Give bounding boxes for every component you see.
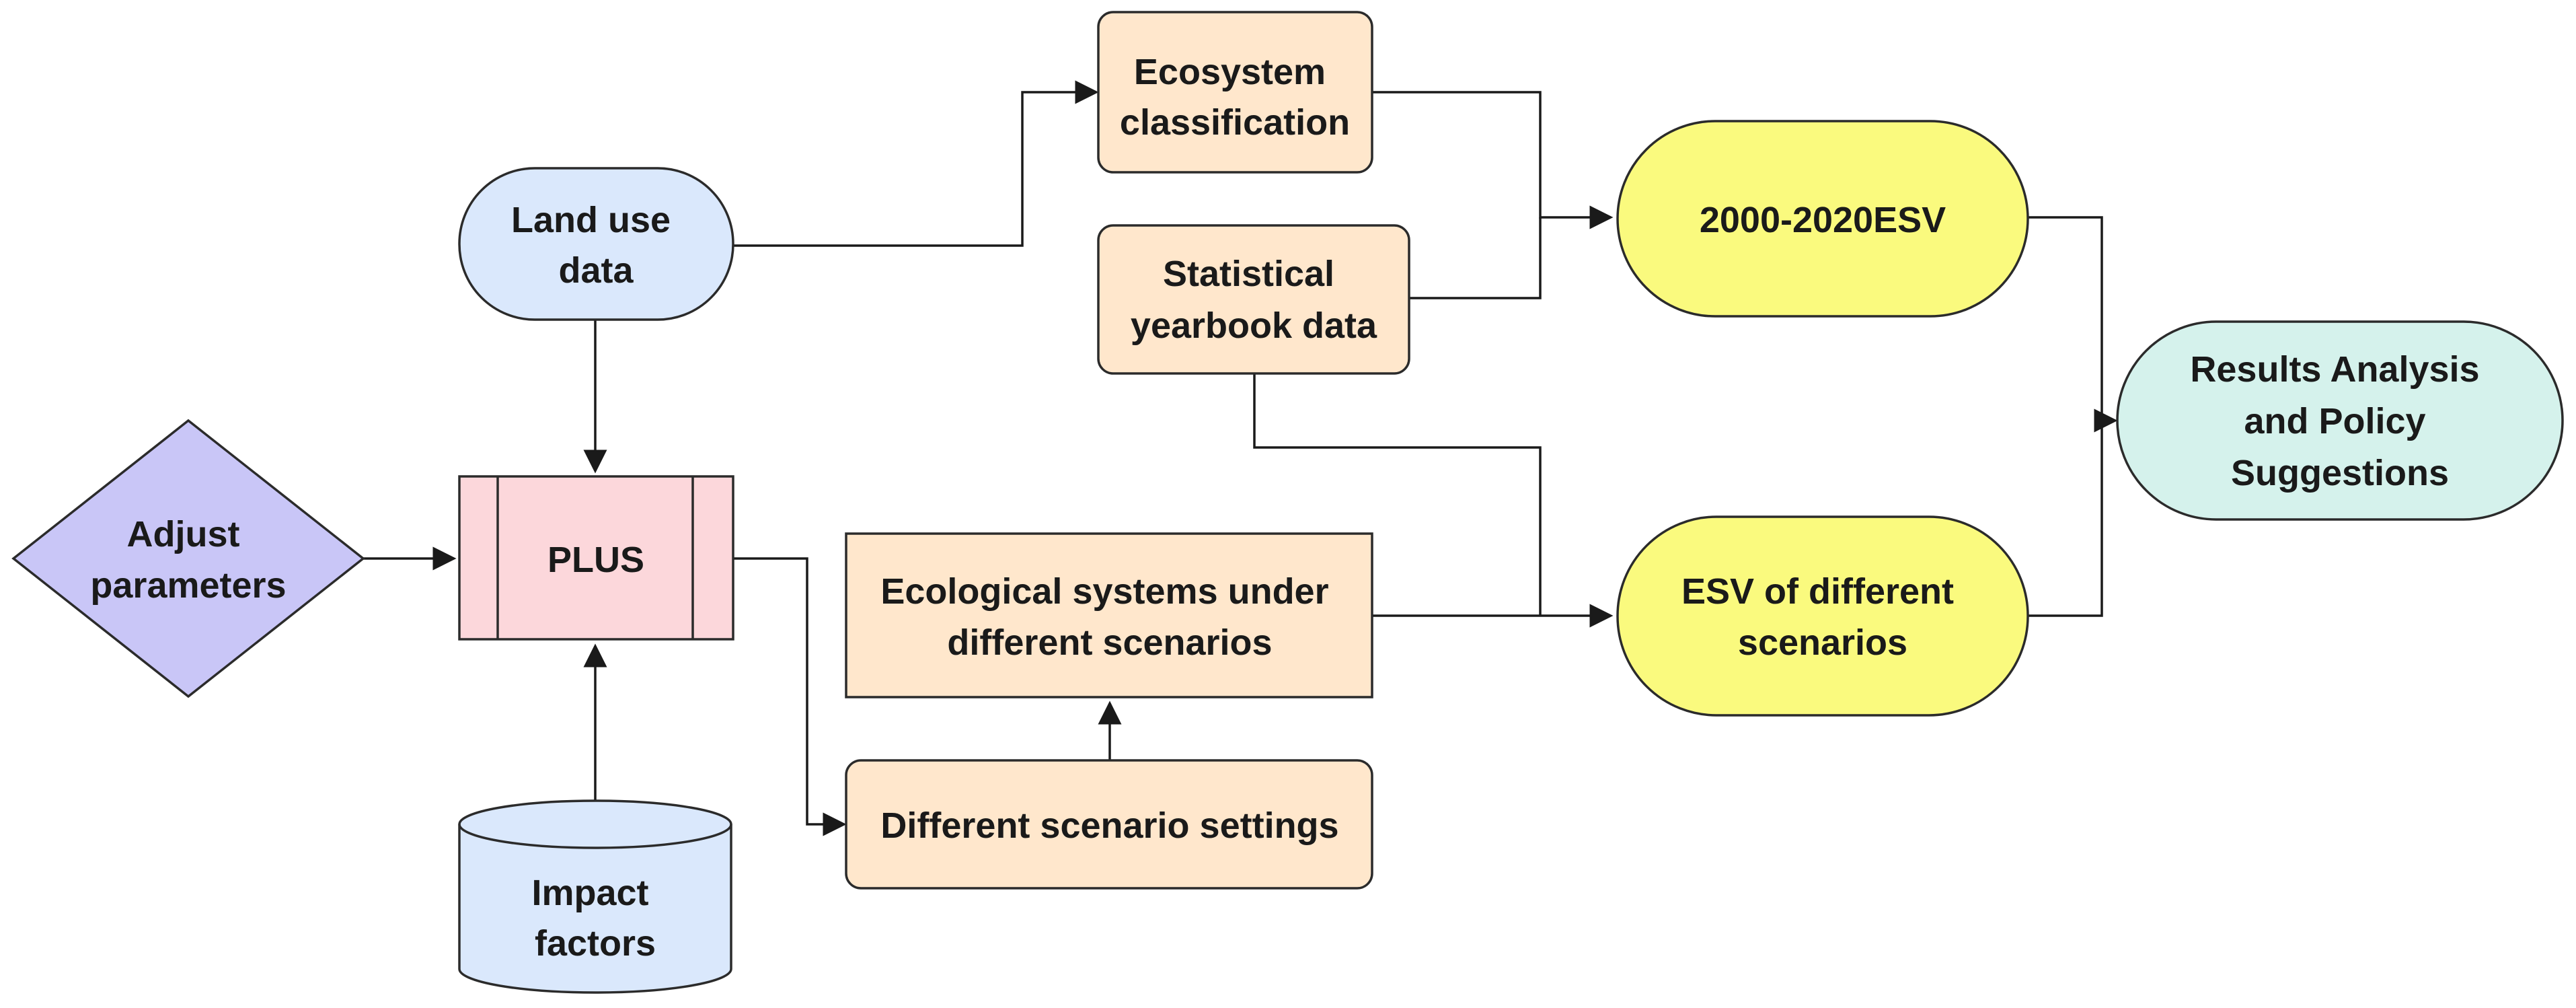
edge-esv2000-to-results (2028, 216, 2103, 421)
adjust-parameters-label: Adjust parameters (90, 514, 286, 606)
edge-plus-to-settings (733, 557, 847, 836)
results-analysis-label: Results Analysis and Policy Suggestions (2190, 349, 2489, 493)
edge-stat-to-esvscen (1253, 373, 1542, 616)
node-impact-factors: Impact factors (458, 799, 732, 994)
land-use-data-label: Land use data (511, 200, 681, 291)
ecological-systems-scenarios-shape (845, 532, 1373, 698)
results-analysis-shape (2116, 320, 2564, 521)
ecosystem-classification-shape (1097, 11, 1373, 174)
esv-different-scenarios-shape (1616, 515, 2029, 717)
different-scenario-settings-shape (845, 759, 1373, 890)
impact-factors-top-rim (458, 824, 732, 849)
node-different-scenario-settings: Different scenario settings (845, 759, 1373, 890)
statistical-yearbook-data-label: Statistical yearbook data (1131, 254, 1377, 346)
edge-landuse-to-ecoclass (733, 80, 1099, 247)
statistical-yearbook-data-shape (1097, 224, 1410, 375)
edge-ecoclass-to-esv2000 (1372, 91, 1614, 229)
plus-label: PLUS (547, 540, 644, 580)
different-scenario-settings-label: Different scenario settings (880, 805, 1338, 846)
impact-factors-label: Impact factors (531, 873, 658, 964)
edge-stat-to-esv2000 (1409, 217, 1542, 299)
land-use-data-shape (458, 167, 734, 321)
impact-factors-shape (458, 799, 732, 994)
esv-2000-2020-label: 2000-2020ESV (1700, 200, 1946, 240)
ecological-systems-scenarios-label: Ecological systems under different scena… (880, 571, 1338, 663)
esv-different-scenarios-label: ESV of different scenarios (1681, 571, 1964, 663)
esv-2000-2020-shape (1616, 120, 2029, 318)
adjust-parameters-shape (11, 419, 365, 698)
node-results-analysis: Results Analysis and Policy Suggestions (2116, 320, 2564, 521)
node-esv-different-scenarios: ESV of different scenarios (1616, 515, 2029, 717)
node-esv-2000-2020: 2000-2020ESV (1616, 120, 2029, 318)
node-adjust-parameters: Adjust parameters (11, 419, 365, 698)
node-plus: PLUS (458, 475, 734, 641)
plus-shape (458, 475, 734, 641)
edge-esvscen-to-results (2028, 408, 2118, 617)
node-ecological-systems-scenarios: Ecological systems under different scena… (845, 532, 1373, 698)
node-statistical-yearbook-data: Statistical yearbook data (1097, 224, 1410, 375)
node-land-use-data: Land use data (458, 167, 734, 321)
edges (363, 80, 2118, 836)
ecosystem-classification-label: Ecosystem classification (1120, 52, 1350, 143)
node-ecosystem-classification: Ecosystem classification (1097, 11, 1373, 174)
